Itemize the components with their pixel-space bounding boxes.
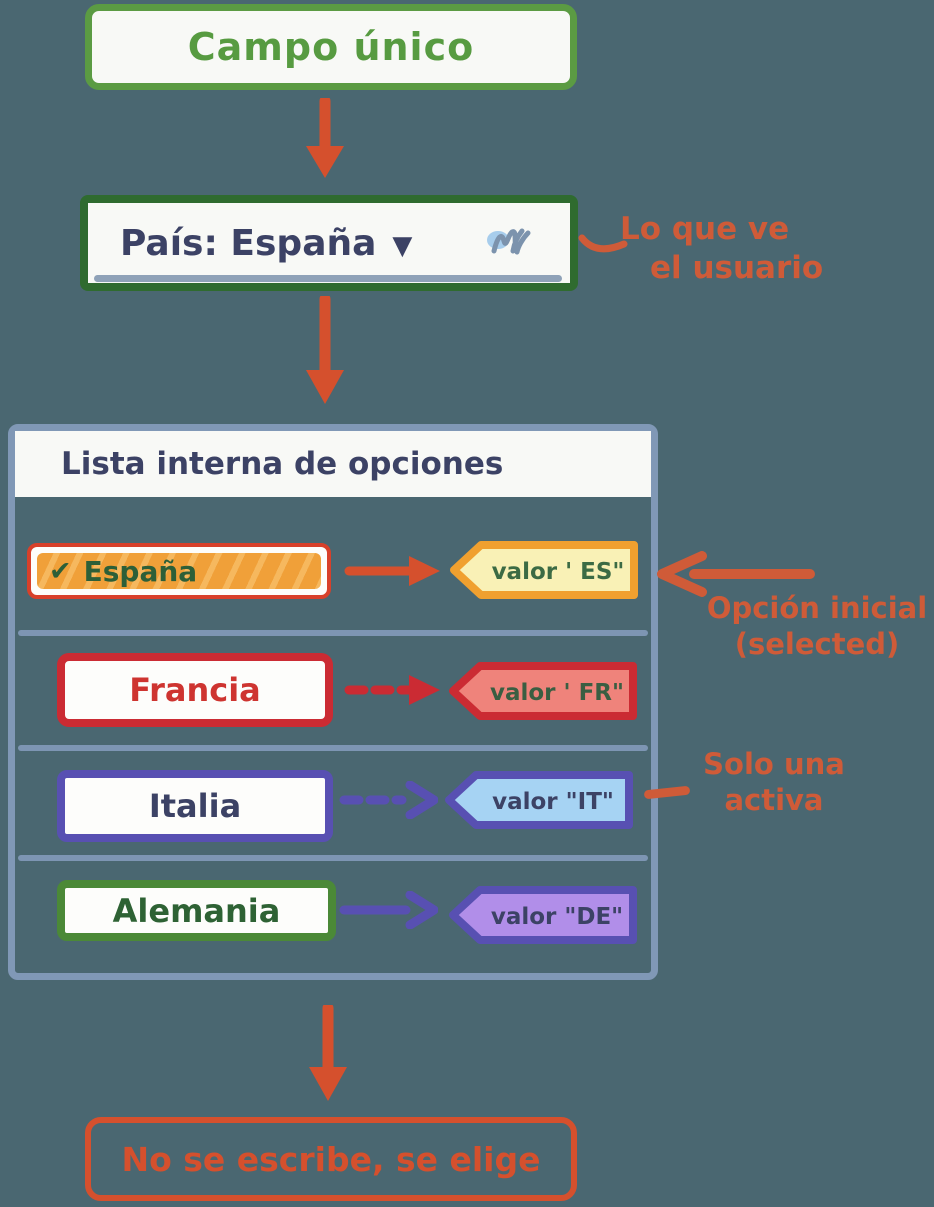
check-icon: ✔ xyxy=(49,555,72,587)
right-arrow-icon xyxy=(344,675,440,705)
shadow-smear xyxy=(94,275,562,282)
single-field-box: Campo único xyxy=(85,4,577,90)
internal-options-list: Lista interna de opciones ✔ España valor… xyxy=(8,424,658,980)
value-tag-it: valor "IT" xyxy=(445,771,633,829)
annotation-line: el usuario xyxy=(650,249,824,286)
annotation-line: activa xyxy=(724,783,824,818)
value-tag-es: valor ' ES" xyxy=(450,541,638,599)
list-header-label: Lista interna de opciones xyxy=(61,446,504,482)
option-label: Italia xyxy=(148,787,242,825)
left-arrow-icon xyxy=(657,551,815,597)
annotation-line: Lo que ve xyxy=(620,211,790,247)
option-label: Francia xyxy=(129,671,261,709)
row-divider xyxy=(18,855,648,861)
country-dropdown: País: España ▼ xyxy=(80,195,578,291)
option-label: España xyxy=(83,554,198,588)
down-arrow-icon xyxy=(309,1005,347,1101)
dropdown-label: País: España xyxy=(120,222,377,264)
right-arrow-icon xyxy=(339,891,438,929)
user-view-annotation: Lo que ve el usuario xyxy=(620,210,860,288)
chevron-down-icon: ▼ xyxy=(392,231,413,261)
option-label: Alemania xyxy=(112,891,281,930)
conclusion-label: No se escribe, se elige xyxy=(121,1139,541,1179)
option-italia: Italia xyxy=(57,770,333,842)
down-arrow-icon xyxy=(306,296,344,404)
svg-text:valor "DE": valor "DE" xyxy=(491,904,623,930)
connector-line xyxy=(578,234,628,253)
annotation-line: (selected) xyxy=(734,627,900,662)
annotation-line: Solo una xyxy=(703,747,845,781)
initial-option-annotation: Opción inicial (selected) xyxy=(700,590,934,663)
conclusion-box: No se escribe, se elige xyxy=(85,1117,577,1201)
right-arrow-icon xyxy=(344,556,440,586)
option-alemania: Alemania xyxy=(57,880,336,941)
right-arrow-icon xyxy=(339,781,438,819)
list-header: Lista interna de opciones xyxy=(15,431,651,497)
only-one-active-annotation: Solo una activa xyxy=(688,746,860,819)
scribble-cursor-icon xyxy=(487,228,531,255)
svg-text:valor "IT": valor "IT" xyxy=(492,789,614,815)
selected-highlight: ✔ España xyxy=(37,553,321,589)
down-arrow-icon xyxy=(306,98,344,178)
option-espana: ✔ España xyxy=(27,543,331,599)
value-tag-de: valor "DE" xyxy=(449,886,637,944)
value-tag-fr: valor ' FR" xyxy=(449,662,637,720)
annotation-line: Opción inicial xyxy=(706,591,928,625)
row-divider xyxy=(18,745,648,751)
option-francia: Francia xyxy=(57,653,333,727)
row-divider xyxy=(18,630,648,636)
svg-text:valor ' ES": valor ' ES" xyxy=(492,559,625,585)
svg-text:valor ' FR": valor ' FR" xyxy=(490,680,624,706)
single-field-label: Campo único xyxy=(187,25,475,69)
